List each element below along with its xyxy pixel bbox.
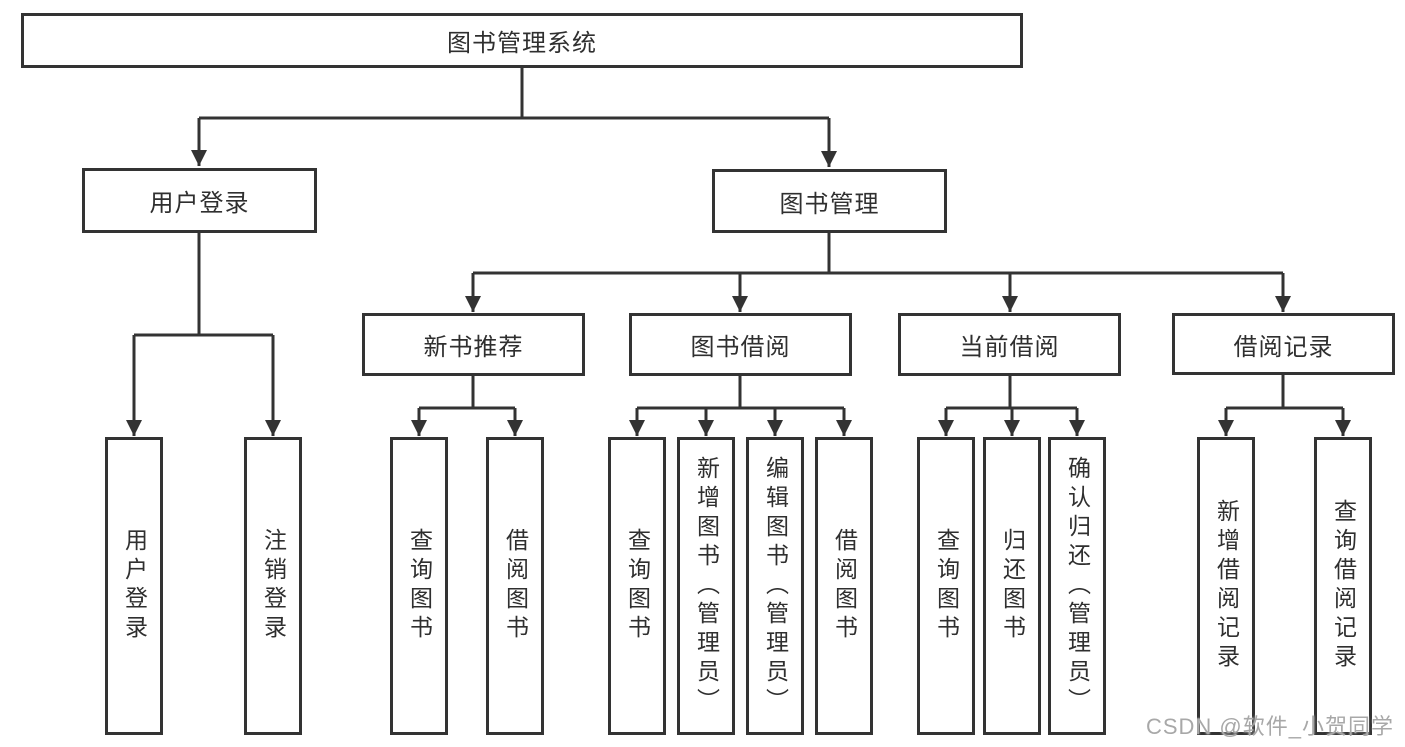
node-confirm-return-admin-label: 确认归还（管理员） (1064, 455, 1091, 717)
node-borrowing-records: 借阅记录 (1172, 313, 1395, 375)
node-current-query-book: 查询图书 (917, 437, 975, 735)
csdn-watermark: CSDN @软件_小贺同学 (1145, 714, 1394, 739)
node-borrowing-query-book-label: 查询图书 (624, 528, 651, 644)
node-user-login-module: 用户登录 (82, 168, 317, 233)
node-borrowing-borrow-book: 借阅图书 (815, 437, 873, 735)
node-user-login: 用户登录 (105, 437, 163, 735)
node-recommend-borrow-book-label: 借阅图书 (502, 528, 529, 644)
node-add-borrow-record-label: 新增借阅记录 (1213, 499, 1240, 673)
node-edit-book-admin-label: 编辑图书（管理员） (762, 455, 789, 717)
node-current-borrowing: 当前借阅 (898, 313, 1121, 376)
node-query-borrow-record-label: 查询借阅记录 (1330, 499, 1357, 673)
node-return-book: 归还图书 (983, 437, 1041, 735)
node-recommend-query-book: 查询图书 (390, 437, 448, 735)
node-return-book-label: 归还图书 (999, 528, 1026, 644)
node-add-book-admin: 新增图书（管理员） (677, 437, 735, 735)
node-edit-book-admin: 编辑图书（管理员） (746, 437, 804, 735)
node-logout: 注销登录 (244, 437, 302, 735)
node-recommend-query-book-label: 查询图书 (406, 528, 433, 644)
node-book-management-module: 图书管理 (712, 169, 947, 233)
node-query-borrow-record: 查询借阅记录 (1314, 437, 1372, 735)
node-confirm-return-admin: 确认归还（管理员） (1048, 437, 1106, 735)
node-borrowing-borrow-book-label: 借阅图书 (831, 528, 858, 644)
node-add-borrow-record: 新增借阅记录 (1197, 437, 1255, 735)
node-book-borrowing: 图书借阅 (629, 313, 852, 376)
node-borrowing-query-book: 查询图书 (608, 437, 666, 735)
node-recommend-borrow-book: 借阅图书 (486, 437, 544, 735)
node-new-book-recommendation: 新书推荐 (362, 313, 585, 376)
node-add-book-admin-label: 新增图书（管理员） (693, 455, 720, 717)
node-current-query-book-label: 查询图书 (933, 528, 960, 644)
node-logout-label: 注销登录 (260, 528, 287, 644)
node-library-management-system: 图书管理系统 (21, 13, 1023, 68)
node-user-login-label: 用户登录 (121, 528, 148, 644)
